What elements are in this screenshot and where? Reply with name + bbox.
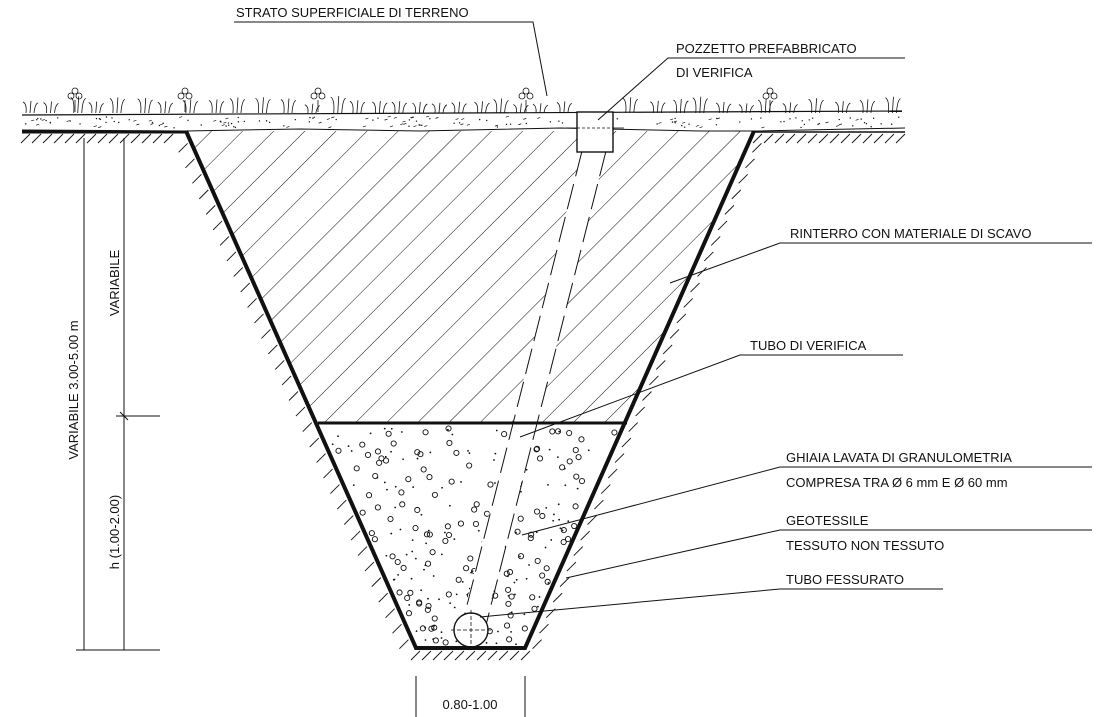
natural-ground-hatching (20, 130, 906, 661)
lower-depth-dimension: h (1.00-2.00) (107, 495, 122, 569)
label-topsoil: STRATO SUPERFICIALE DI TERRENO (236, 5, 469, 20)
backfill-zone (186, 131, 754, 423)
label-manhole-line1: POZZETTO PREFABBRICATO (676, 41, 857, 56)
upper-depth-dimension: VARIABILE (107, 250, 122, 317)
trench-outline (184, 130, 756, 650)
label-manhole-line2: DI VERIFICA (676, 65, 753, 80)
label-gravel-line1: GHIAIA LAVATA DI GRANULOMETRIA (786, 450, 1012, 465)
label-geotextile-line1: GEOTESSILE (786, 513, 869, 528)
inspection-manhole (566, 111, 624, 153)
label-check-pipe: TUBO DI VERIFICA (750, 338, 867, 353)
label-geotextile-line2: TESSUTO NON TESSUTO (786, 538, 944, 553)
label-slotted-pipe: TUBO FESSURATO (786, 572, 904, 587)
leader-lines (234, 21, 1092, 618)
label-gravel-line2: COMPRESA TRA Ø 6 mm E Ø 60 mm (786, 475, 1008, 490)
topsoil-texture (25, 115, 900, 129)
bottom-width-dimension: 0.80-1.00 (443, 697, 498, 712)
topsoil-layer (21, 87, 906, 132)
grass-vegetation (22, 87, 901, 114)
total-depth-dimension: VARIABILE 3.00-5.00 m (66, 320, 81, 459)
dimension-lines (76, 138, 526, 717)
label-backfill: RINTERRO CON MATERIALE DI SCAVO (790, 226, 1032, 241)
check-pipe (460, 150, 607, 628)
